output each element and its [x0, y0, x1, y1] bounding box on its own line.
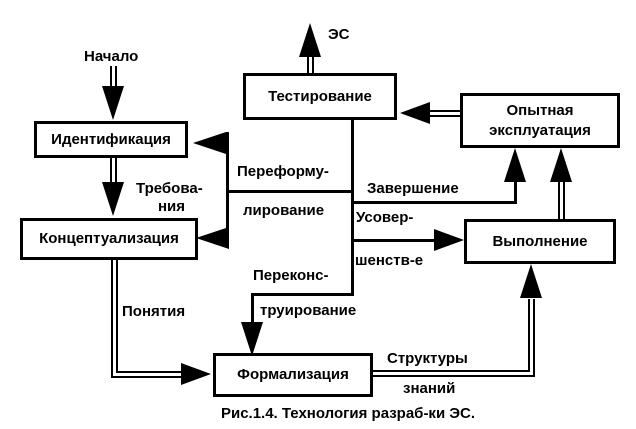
redesign-horizontal-line	[251, 293, 354, 296]
start-arrow-line	[115, 66, 117, 88]
arrowhead-to-conceptualization	[196, 227, 229, 249]
knowledge-structures-path-line	[373, 375, 535, 377]
arrowhead-improvement-to-execution	[434, 229, 464, 251]
label-redesign-line1: Переконс-	[253, 267, 329, 284]
node-formalization: Формализация	[213, 353, 373, 397]
node-execution: Выполнение	[464, 219, 616, 264]
arrowhead-redesign-to-formalization	[241, 322, 263, 356]
node-trial-operation: Опытная эксплуатация	[460, 93, 620, 148]
es-arrow-line	[312, 54, 314, 73]
arrowhead-structures-to-execution	[520, 264, 542, 298]
arrowhead-completion-to-trial	[504, 148, 526, 182]
start-arrow-line	[110, 66, 112, 88]
label-knowledge-structures-line2: знаний	[403, 380, 456, 397]
concepts-path-line	[111, 376, 183, 378]
node-testing: Тестирование	[243, 73, 397, 120]
concepts-path-line	[116, 258, 118, 373]
knowledge-structures-path-line	[373, 370, 530, 372]
improvement-line	[352, 239, 440, 242]
reformulation-branch-line	[227, 190, 354, 193]
arrowhead-trial-to-testing	[400, 102, 430, 124]
label-es: ЭС	[328, 26, 350, 43]
es-arrow-line	[307, 54, 309, 73]
label-concepts: Понятия	[122, 303, 186, 320]
arrowhead-to-identification	[193, 132, 226, 154]
execution-to-trial-line	[558, 178, 560, 219]
label-redesign-line2: труирование	[260, 302, 357, 319]
trial-to-testing-line	[426, 115, 460, 117]
label-improvement-line1: Усовер-	[356, 209, 414, 226]
concepts-path-line	[111, 258, 113, 378]
node-identification: Идентификация	[34, 121, 188, 158]
label-reformulation-line2: лирование	[243, 202, 325, 219]
testing-trunk-line	[351, 118, 354, 296]
label-requirements-line1: Требова-	[136, 180, 203, 197]
label-reformulation-line1: Переформу-	[237, 163, 329, 180]
concepts-path-line	[116, 371, 183, 373]
figure-caption: Рис.1.4. Технология разраб-ки ЭС.	[220, 405, 476, 422]
reformulation-vertical-line	[226, 132, 229, 244]
label-improvement-line2: шенств-е	[355, 252, 424, 269]
arrowhead-concepts-to-formalization	[181, 363, 211, 385]
redesign-vertical-line	[251, 293, 254, 329]
label-requirements-line2: ния	[158, 198, 186, 215]
trial-to-testing-line	[426, 110, 460, 112]
arrowhead-requirements-to-conceptualization	[102, 182, 124, 216]
label-completion: Завершение	[367, 180, 459, 197]
completion-vertical-line	[514, 168, 517, 204]
node-conceptualization: Концептуализация	[20, 218, 198, 260]
label-knowledge-structures-line1: Структуры	[387, 350, 468, 367]
completion-horizontal-line	[352, 201, 517, 204]
requirements-arrow-line	[110, 158, 112, 186]
requirements-arrow-line	[115, 158, 117, 186]
arrowhead-testing-to-es	[299, 23, 321, 57]
arrowhead-execution-to-trial	[550, 148, 572, 182]
execution-to-trial-line	[563, 178, 565, 219]
knowledge-structures-path-line	[528, 299, 530, 372]
knowledge-structures-path-line	[533, 299, 535, 377]
arrowhead-start-to-identification	[102, 86, 124, 120]
label-start: Начало	[84, 48, 139, 65]
